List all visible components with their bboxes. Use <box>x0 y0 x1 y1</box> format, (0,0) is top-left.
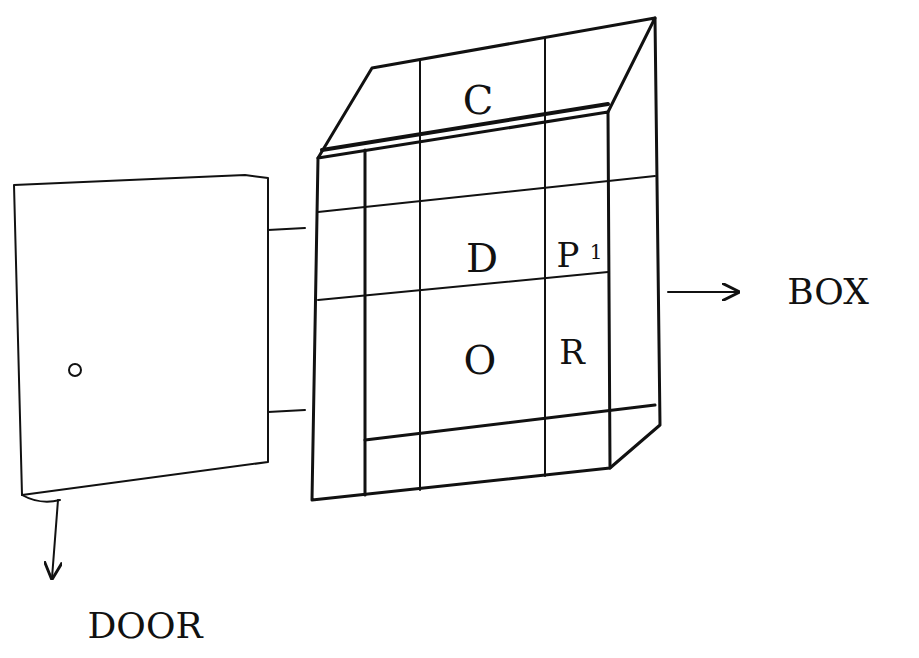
grid-line <box>318 272 608 300</box>
box-top <box>318 18 655 158</box>
door-edge <box>22 495 60 502</box>
cell-letter: O <box>464 340 497 380</box>
grid-line <box>419 60 421 142</box>
grid-line <box>364 150 367 495</box>
cell-letter: R <box>559 335 585 369</box>
grid-line <box>544 38 546 122</box>
grid-line <box>419 142 421 490</box>
box-front <box>312 112 610 500</box>
cell-mark: 1 <box>590 242 603 262</box>
leader-arrow <box>52 500 58 578</box>
box-side <box>610 18 660 468</box>
hinge-line <box>268 410 305 412</box>
cell-letter: P <box>557 238 580 272</box>
cell-letter: C <box>463 80 494 120</box>
leader-arrow <box>668 291 738 293</box>
door-knob <box>69 364 81 376</box>
part-name: BOX <box>787 274 869 310</box>
grid-line <box>365 405 655 440</box>
door-outline <box>14 175 268 495</box>
cell-letter: D <box>466 238 498 278</box>
grid-line <box>544 122 546 476</box>
grid-line <box>318 176 655 212</box>
hinge-line <box>268 228 305 230</box>
part-name: DOOR <box>88 608 203 644</box>
